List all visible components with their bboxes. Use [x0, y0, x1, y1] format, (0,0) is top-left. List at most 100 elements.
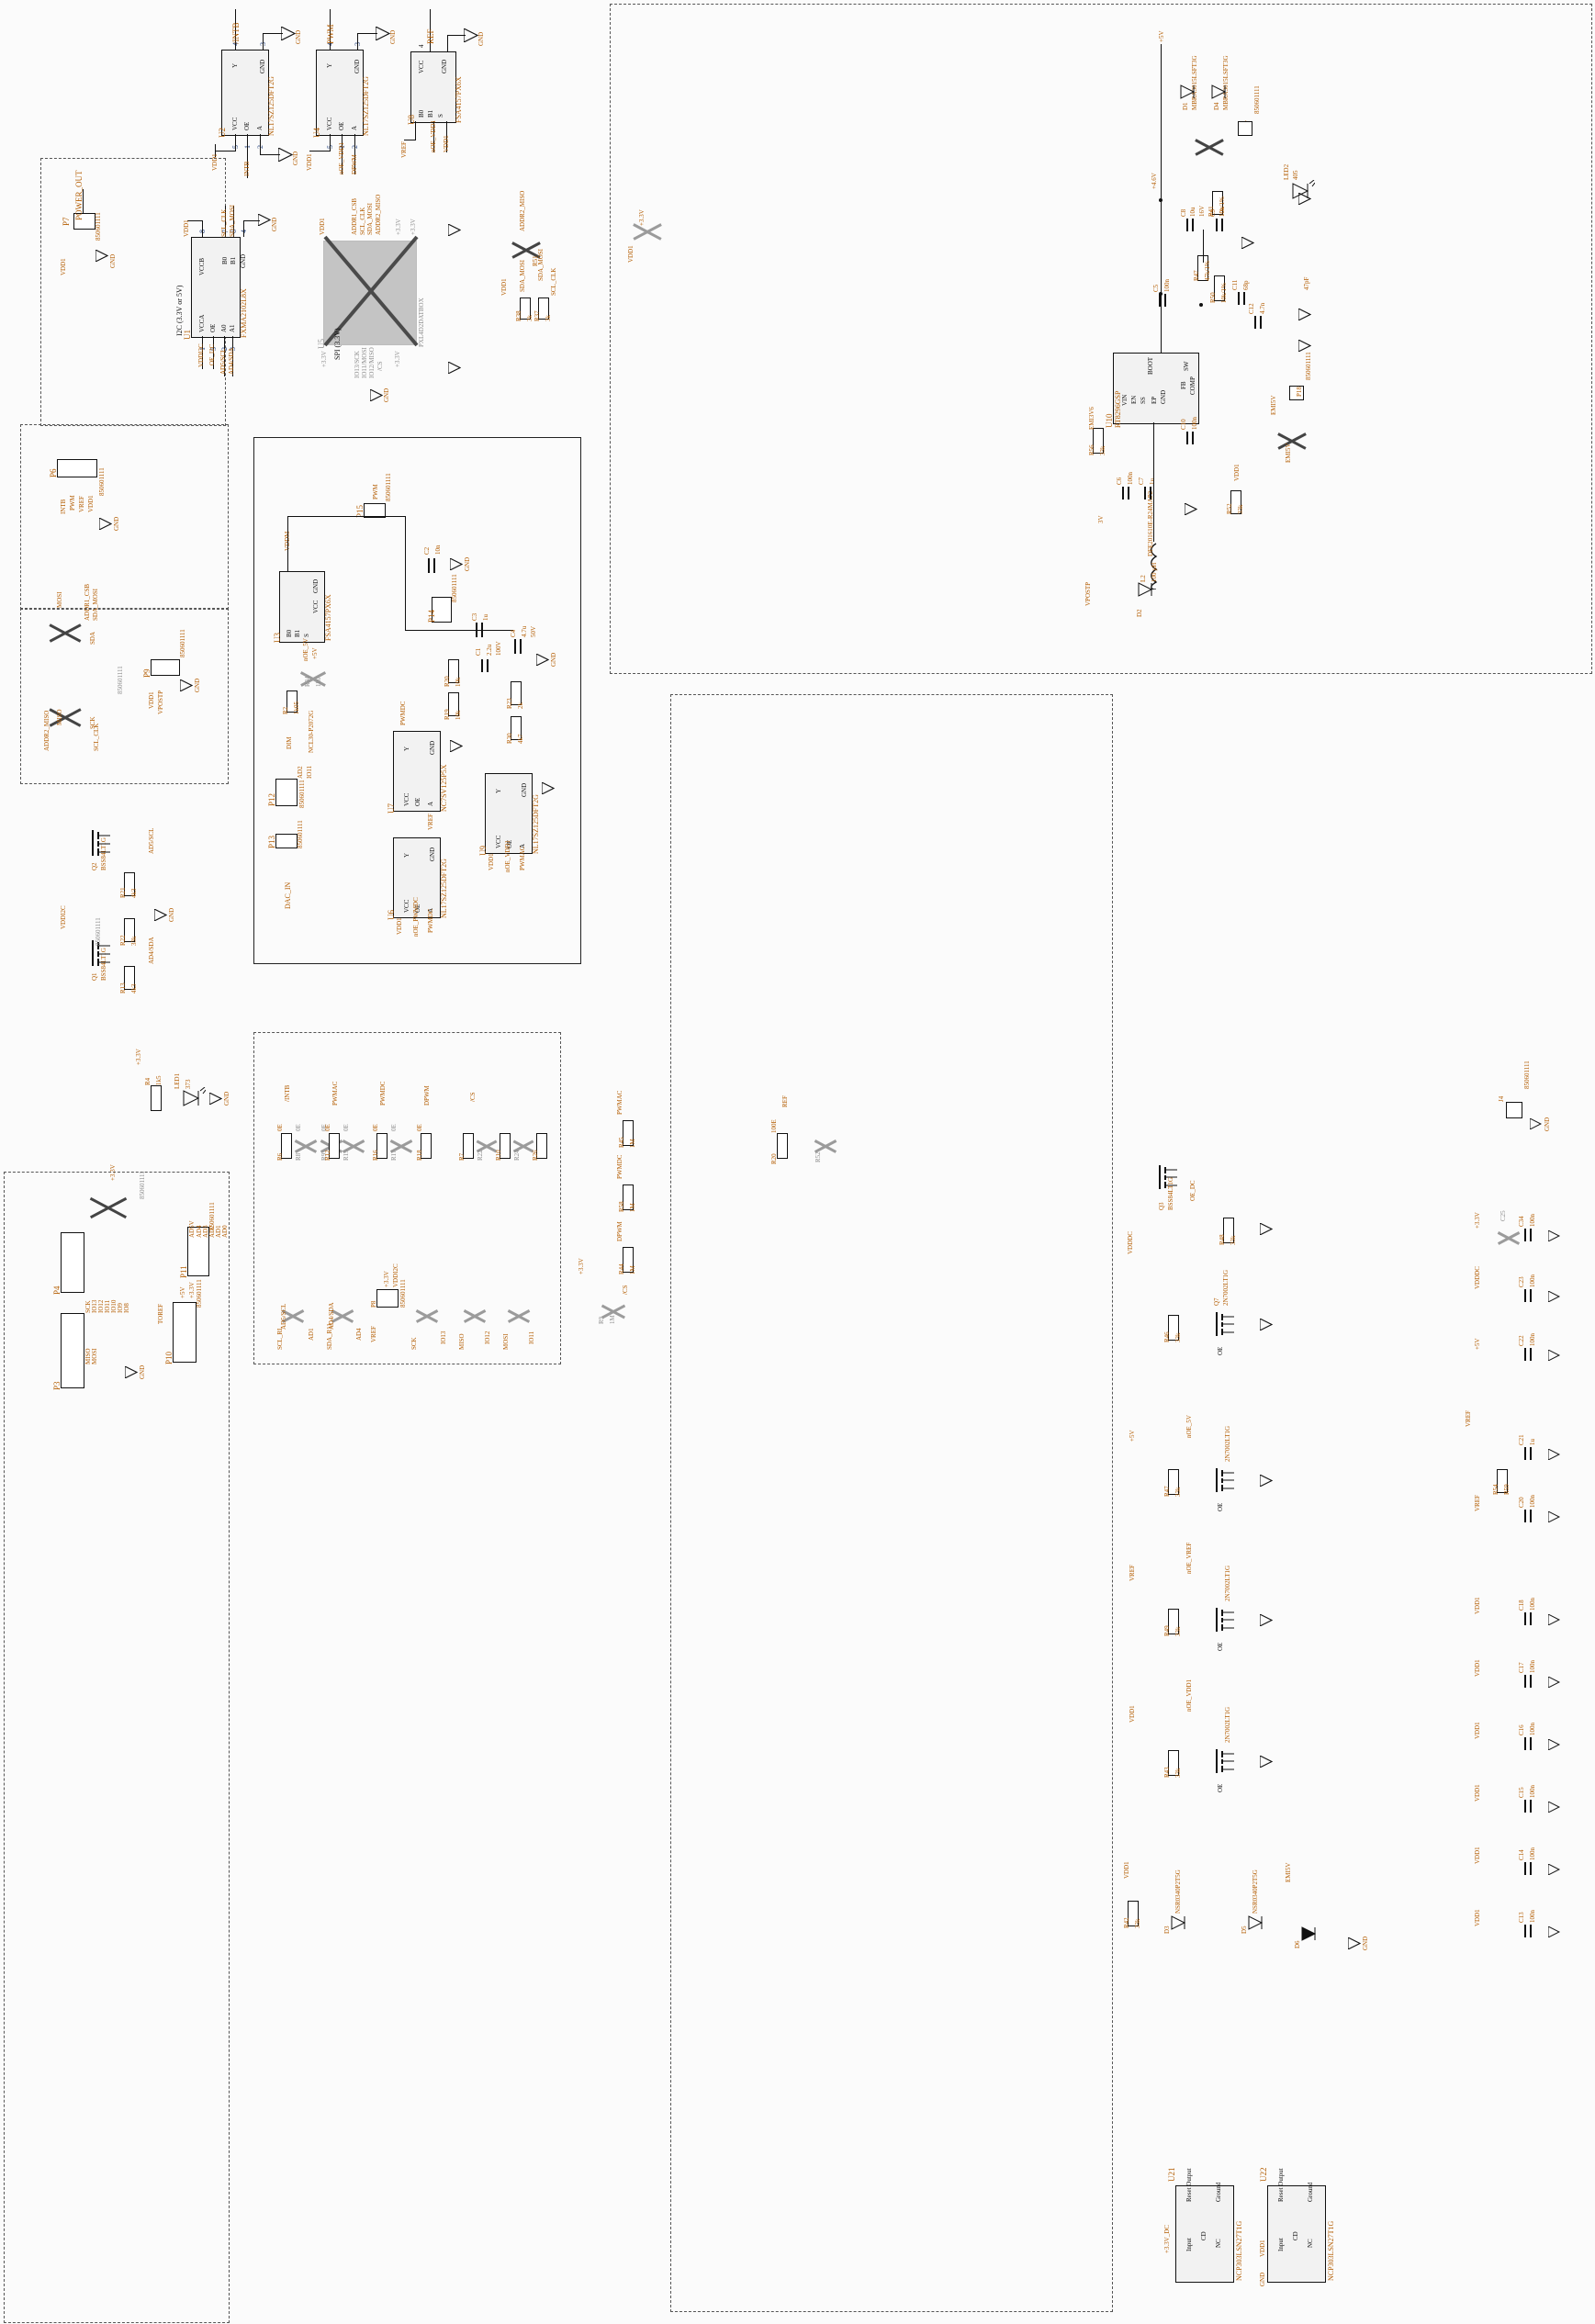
r54-body[interactable] [1497, 1469, 1508, 1493]
c4-ref: C4 [510, 629, 517, 637]
vdd1-dnp-buck[interactable] [1194, 136, 1225, 156]
c18-rail: VDD1 [1474, 1597, 1481, 1614]
r4-body[interactable] [151, 1085, 162, 1111]
u4-net-vcc: VDD1 [306, 153, 313, 171]
c25-dnp[interactable] [1497, 1225, 1521, 1249]
q5-mosfet-symbol[interactable] [1208, 1465, 1238, 1497]
r41-body[interactable] [1212, 191, 1223, 215]
emi5v-dnp[interactable] [1276, 430, 1308, 450]
ic-u7[interactable] [393, 731, 441, 812]
q10-mosfet-symbol[interactable] [1208, 1746, 1238, 1778]
r56-body[interactable] [1093, 428, 1104, 454]
r43-body[interactable] [1168, 1750, 1179, 1776]
connector-p6[interactable] [57, 459, 97, 477]
r38-net: SDA_MOSI [537, 248, 545, 281]
r7-body[interactable] [463, 1133, 474, 1159]
ic-u21[interactable] [1175, 2185, 1234, 2283]
ic-u4[interactable] [316, 50, 364, 136]
connector-p14[interactable] [432, 597, 452, 623]
c23-rail: VDDDC [1474, 1266, 1481, 1289]
led1-symbol[interactable] [180, 1087, 206, 1111]
oe1-net: nOE_5V [1185, 1415, 1193, 1438]
gnd-symbol [1260, 1614, 1273, 1626]
r37-body[interactable] [538, 298, 549, 320]
d5-diode-symbol[interactable] [1245, 1914, 1265, 1934]
rb-sck-dnp[interactable] [415, 1302, 439, 1328]
gnd-symbol [1260, 1223, 1273, 1235]
connector-p11[interactable] [187, 1227, 209, 1276]
ic-u1[interactable] [191, 237, 241, 338]
mosi-dnp-cross[interactable] [88, 1188, 129, 1225]
connector-p8[interactable] [376, 1289, 399, 1308]
buck-p18-part: 850601111 [1305, 352, 1312, 380]
rb-miso-dnp[interactable] [463, 1302, 487, 1328]
rb-mosi-dnp[interactable] [507, 1302, 531, 1328]
r6-body[interactable] [281, 1133, 292, 1159]
connector-p3[interactable] [61, 1313, 84, 1388]
q1-mosfet-symbol[interactable] [84, 937, 114, 970]
connector-p13[interactable] [275, 834, 298, 848]
connector-p17[interactable] [1238, 121, 1252, 136]
l2-inductor[interactable] [1148, 542, 1164, 589]
r12-body[interactable] [329, 1133, 340, 1159]
connector-p15[interactable] [364, 503, 386, 518]
j1-dnp[interactable] [48, 621, 83, 643]
r30-body[interactable] [511, 716, 522, 740]
connector-j4[interactable] [1506, 1102, 1522, 1118]
r38-body[interactable] [520, 298, 531, 320]
gnd-symbol [1548, 1511, 1560, 1522]
r20b-body[interactable] [777, 1133, 788, 1159]
connector-p12[interactable] [275, 779, 298, 806]
r2-body[interactable] [286, 690, 298, 713]
ic-u10[interactable] [1113, 353, 1199, 424]
r10-body[interactable] [500, 1133, 511, 1159]
r21-body[interactable] [124, 872, 135, 896]
ic-u6[interactable] [393, 837, 441, 918]
d2-diode-symbol[interactable] [1135, 580, 1155, 601]
r49-body[interactable] [1168, 1609, 1179, 1634]
r39-dnp[interactable] [632, 220, 663, 241]
c21-ref: C21 [1518, 1434, 1525, 1445]
r58-body[interactable] [623, 1184, 634, 1210]
r46-body[interactable] [1168, 1315, 1179, 1341]
ic-u2[interactable] [221, 50, 269, 136]
q2-mosfet-symbol[interactable] [84, 826, 114, 859]
junction [1159, 292, 1163, 296]
r44-body[interactable] [623, 1247, 634, 1273]
r18-body[interactable] [421, 1133, 432, 1159]
d3-diode-symbol[interactable] [1168, 1914, 1188, 1934]
r17-val: 0E [390, 1124, 398, 1131]
q7-mosfet-symbol[interactable] [1208, 1309, 1238, 1341]
connector-p18[interactable] [1289, 386, 1304, 400]
ic-u9[interactable] [485, 773, 533, 854]
j2-dnp[interactable] [48, 705, 83, 727]
j4-ref: J4 [1498, 1095, 1505, 1102]
r42-body[interactable] [1128, 1901, 1139, 1926]
r13-body[interactable] [124, 966, 135, 990]
r48-body[interactable] [1223, 1218, 1234, 1243]
connector-p10[interactable] [173, 1302, 197, 1363]
d1-diode-symbol[interactable] [1177, 83, 1197, 103]
connector-p4[interactable] [61, 1232, 84, 1293]
r54-ref: R54 [1492, 1484, 1500, 1495]
q3-mosfet-symbol[interactable] [1151, 1162, 1181, 1194]
r22-body[interactable] [124, 918, 135, 942]
r52-body[interactable] [1230, 490, 1241, 514]
r19-body[interactable] [448, 692, 459, 716]
r20-body[interactable] [448, 659, 459, 683]
r45-body[interactable] [623, 1120, 634, 1146]
ic-u3[interactable] [279, 571, 325, 643]
connector-p9[interactable] [151, 659, 180, 676]
ic-u8[interactable] [410, 51, 456, 123]
led2-symbol[interactable] [1289, 180, 1315, 204]
r50-body[interactable] [1214, 275, 1225, 301]
r47b-body[interactable] [1168, 1469, 1179, 1495]
r26-body[interactable] [536, 1133, 547, 1159]
d6-diode-symbol[interactable] [1298, 1925, 1322, 1947]
ic-u22[interactable] [1267, 2185, 1326, 2283]
r16-body[interactable] [376, 1133, 388, 1159]
d4-diode-symbol[interactable] [1208, 83, 1229, 103]
r23-body[interactable] [511, 681, 522, 705]
q8-mosfet-symbol[interactable] [1208, 1605, 1238, 1636]
connector-p7[interactable] [73, 213, 95, 230]
